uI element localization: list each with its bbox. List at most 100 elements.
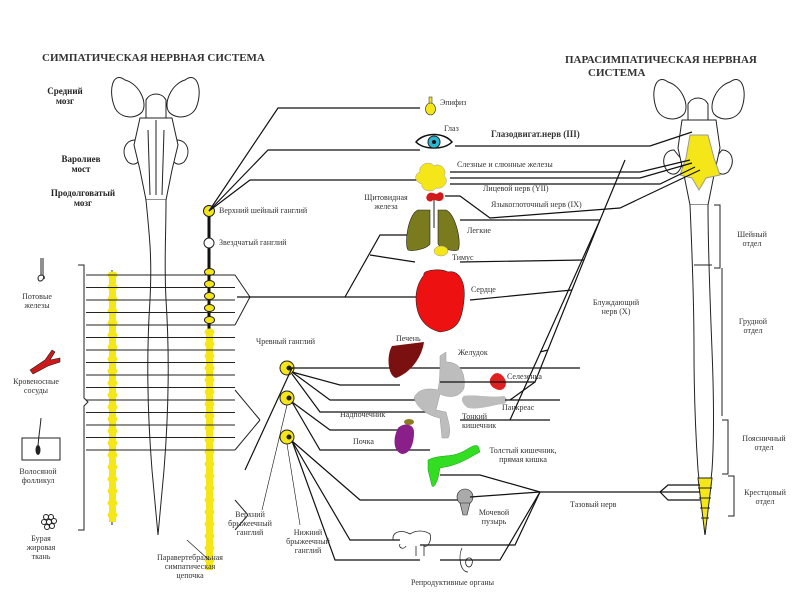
sympathetic-title: СИМПАТИЧЕСКАЯ НЕРВНАЯ СИСТЕМА [42,52,265,64]
chain-ganglion [204,532,215,540]
pineal-icon [425,96,436,116]
chain-ganglion [204,520,215,528]
large-intestine-label: Толстый кишечник,прямая кишка [489,446,557,464]
chain-ganglion [107,367,118,375]
chain-ganglion [204,364,215,372]
superior-cervical-ganglion-label: Верхний шейный ганглий [219,206,308,215]
salivary-gland-icon [415,162,447,192]
chain-ganglion [204,460,215,468]
chain-ganglion [204,388,215,396]
heart-label: Сердце [471,285,496,294]
parasympathetic-title-line1: ПАРАСИМПАТИЧЕСКАЯ НЕРВНАЯ [565,54,757,66]
thymus-icon [433,245,449,257]
heart-icon [415,269,465,333]
spinal-section-brackets [714,204,735,517]
chain-ganglion [107,451,118,459]
kidney-icon [394,424,414,454]
superior-mesenteric-ganglion [279,390,295,406]
spleen-label: Селезенка [507,372,542,381]
pineal-label: Эпифиз [440,98,467,107]
pancreas-icon [461,395,507,409]
chain-ganglion [204,544,215,552]
chain-ganglion [204,292,215,300]
chain-ganglion [204,436,215,444]
chain-ganglion [107,427,118,435]
facial-nerve-label: Лицевой нерв (YII) [483,184,549,193]
segmental-nerve [234,499,249,516]
glossopharyngeal-nerve-label: Языкоглоточный нерв (IX) [491,200,582,209]
chain-ganglion [204,472,215,480]
chain-ganglion [107,403,118,411]
liver-icon [388,342,424,378]
adrenal-label: Надпочечник [340,410,386,419]
blood-vessel-icon [29,349,61,375]
chain-ganglion [107,499,118,507]
chain-ganglion [107,487,118,495]
thymus-label: Тимус [452,253,474,262]
chain-ganglion [204,400,215,408]
left-brainstem [111,77,200,536]
chain-ganglion [204,508,215,516]
thyroid-icon [426,192,444,202]
chain-ganglion [204,352,215,360]
chain-ganglion [204,424,215,432]
reproductive-organs-icon [392,530,473,573]
celiac-ganglion-label: Чревный ганглий [256,337,316,346]
chain-ganglion [204,340,215,348]
chain-ganglion [107,307,118,315]
chain-ganglion [204,496,215,504]
chain-ganglion [204,412,215,420]
liver-label: Печень [396,334,421,343]
bladder-icon [456,488,474,516]
hair-follicle-icon [21,417,61,461]
chain-ganglion [204,280,215,288]
eye-label: Глаз [444,124,459,133]
chain-ganglion [107,475,118,483]
brown-fat-icon [41,514,57,530]
sweat-gland-icon [37,258,45,282]
pelvic-nerve-label: Тазовый нерв [570,500,617,509]
chain-ganglion [107,511,118,519]
segmental-nerve [234,389,261,421]
chain-ganglion [107,415,118,423]
skin-targets-bracket [78,264,89,531]
segmental-nerve [234,296,251,326]
chain-ganglion [107,463,118,471]
chain-ganglion [107,331,118,339]
chain-ganglion [204,328,215,336]
stomach-label: Желудок [458,348,488,357]
oculomotor-nerve-label: Глазодвигат.нерв (III) [491,129,580,139]
chain-ganglion [107,355,118,363]
chain-ganglion [204,268,215,276]
chain-ganglion [204,304,215,312]
sympathetic-pathways [186,107,580,561]
eye-icon [414,133,454,149]
parasympathetic-pathways [420,131,701,561]
lungs-label: Легкие [467,226,491,235]
lungs-icon [406,200,460,251]
chain-ganglion [204,484,215,492]
right-brainstem [653,79,745,536]
large-intestine-icon [427,445,481,487]
segmental-nerve [234,274,251,298]
parasympathetic-nuclei [679,134,721,191]
chain-ganglion [204,316,215,324]
kidney-label: Почка [353,437,374,446]
pancreas-label: Панкреас [502,403,535,412]
chain-ganglion [107,439,118,447]
